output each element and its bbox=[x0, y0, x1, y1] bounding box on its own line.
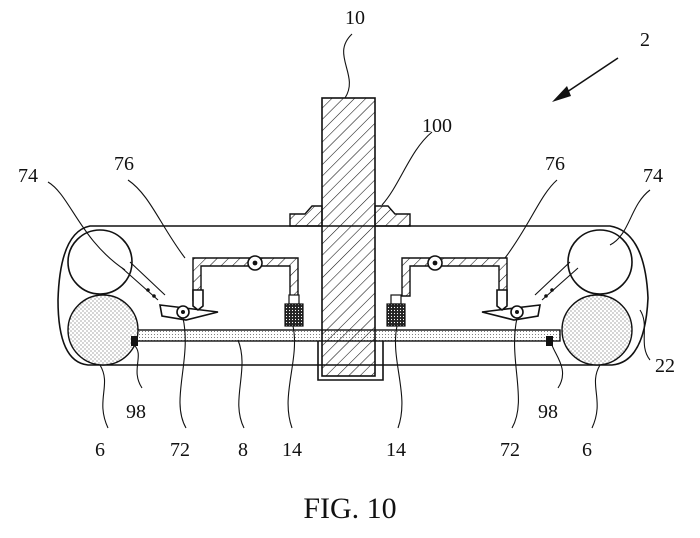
label-spring-left: 74 bbox=[18, 165, 38, 187]
spring-right bbox=[568, 230, 632, 294]
weight-left bbox=[68, 295, 138, 365]
figure-caption: FIG. 10 bbox=[303, 492, 396, 525]
shaft bbox=[322, 98, 375, 376]
label-housing: 22 bbox=[655, 355, 675, 377]
label-plate: 8 bbox=[238, 439, 248, 461]
label-weight-left: 6 bbox=[95, 439, 105, 461]
pivot-right bbox=[482, 305, 540, 320]
end-cap-right bbox=[546, 336, 553, 346]
label-arm-right: 76 bbox=[545, 153, 565, 175]
weight-right bbox=[562, 295, 632, 365]
label-stop-left: 14 bbox=[282, 439, 302, 461]
label-assembly: 2 bbox=[640, 29, 650, 51]
label-spring-right: 74 bbox=[643, 165, 663, 187]
label-collar: 100 bbox=[422, 115, 452, 137]
stop-left bbox=[285, 295, 303, 326]
label-arm-left: 76 bbox=[114, 153, 134, 175]
assembly-arrow bbox=[552, 58, 618, 102]
label-shaft: 10 bbox=[345, 7, 365, 29]
arm-left bbox=[193, 256, 298, 310]
spring-left bbox=[68, 230, 132, 294]
label-end-cap-left: 98 bbox=[126, 401, 146, 423]
end-cap-left bbox=[131, 336, 138, 346]
label-weight-right: 6 bbox=[582, 439, 592, 461]
stop-right bbox=[387, 295, 405, 326]
label-stop-right: 14 bbox=[386, 439, 406, 461]
arm-right bbox=[402, 256, 507, 310]
pivot-left bbox=[160, 305, 218, 320]
label-pivot-left: 72 bbox=[170, 439, 190, 461]
label-pivot-right: 72 bbox=[500, 439, 520, 461]
label-end-cap-right: 98 bbox=[538, 401, 558, 423]
